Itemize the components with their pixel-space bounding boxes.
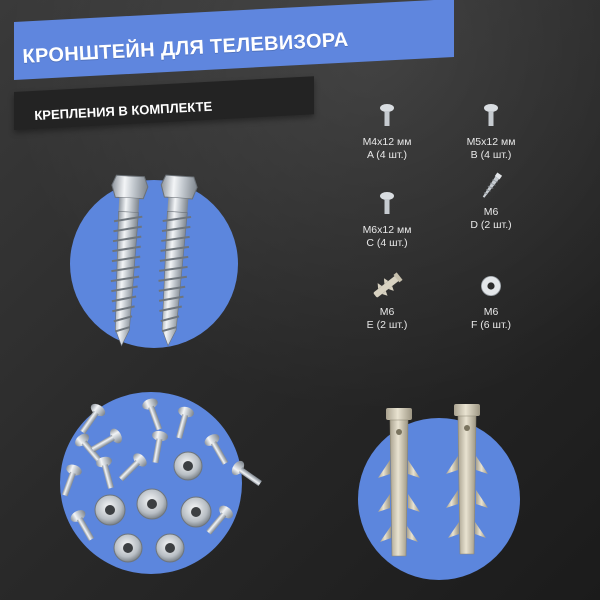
lag-bolts-backdrop [70,180,238,348]
spec-size: M6 [483,306,499,318]
screws-washers-backdrop [60,392,242,574]
spec-qty: E (2 шт.) [366,319,408,331]
spec-size: M5x12 мм [466,136,516,148]
wall-anchor-icon [373,272,403,298]
spec-item-d: M6 D (2 шт.) [436,170,546,232]
washer-icon [481,276,501,296]
lag-bolt-icon [482,172,503,198]
small-screw-icon [380,192,394,214]
anchors-backdrop [358,418,520,580]
spec-qty: C (4 шт.) [366,237,408,249]
small-screw-icon [484,104,498,126]
spec-item-f: M6 F (6 шт.) [436,270,546,332]
spec-size: M6 [483,206,499,218]
spec-item-a: M4x12 мм A (4 шт.) [332,100,442,162]
spec-size: M4x12 мм [362,136,412,148]
spec-qty: B (4 шт.) [470,149,512,161]
small-screw-icon [380,104,394,126]
spec-qty: A (4 шт.) [366,149,408,161]
spec-qty: D (2 шт.) [470,219,512,231]
spec-item-c: M6x12 мм C (4 шт.) [332,188,442,250]
spec-size: M6 [379,306,395,318]
spec-item-e: M6 E (2 шт.) [332,270,442,332]
spec-size: M6x12 мм [362,224,412,236]
spec-item-b: M5x12 мм B (4 шт.) [436,100,546,162]
spec-qty: F (6 шт.) [470,319,512,331]
